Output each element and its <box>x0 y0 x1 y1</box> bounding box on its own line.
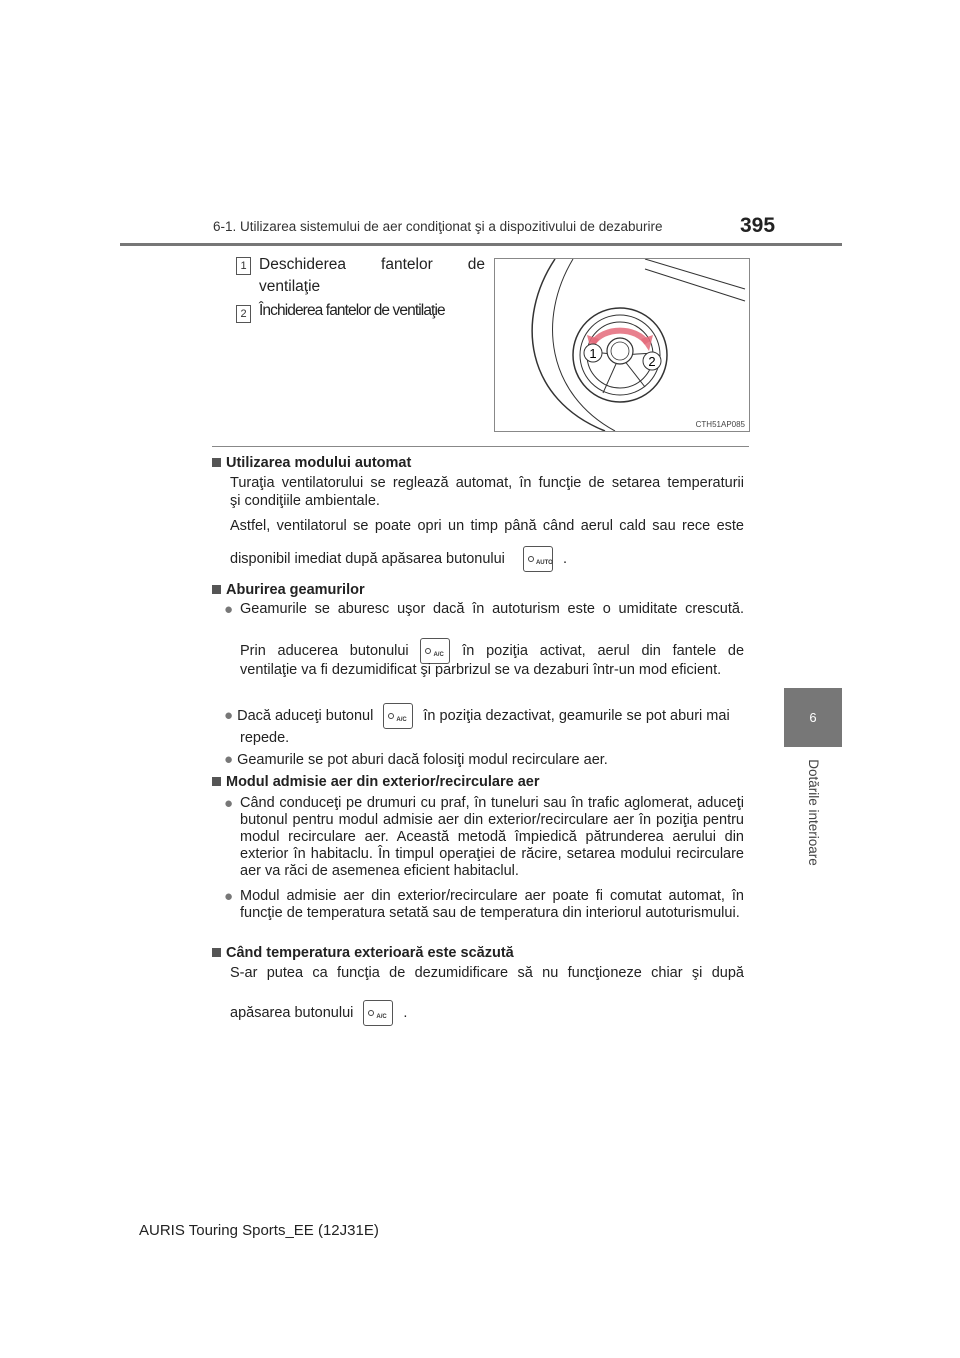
round-bullet-icon: ● <box>224 601 234 618</box>
chapter-header: 6-1. Utilizarea sistemului de aer condiţ… <box>213 219 663 234</box>
ac-button-icon: A/C <box>383 703 414 729</box>
round-bullet-icon: ● <box>224 888 234 905</box>
auto-button-icon: AUTO <box>522 546 553 572</box>
cold-line2: apăsarea butonului A/C . <box>230 1000 407 1026</box>
chapter-side-label: Dotările interioare <box>805 758 821 866</box>
intake-bullet-2: ● Modul admisie aer din exterior/recircu… <box>224 888 744 921</box>
chapter-tab: 6 <box>784 688 842 747</box>
auto-p1-line1: Turaţia ventilatorului se reglează autom… <box>230 475 744 491</box>
auto-p1-line2: şi condiţiile ambientale. <box>230 493 380 509</box>
square-bullet-icon <box>212 458 221 467</box>
legend-item-1-line1: Deschiderea fantelor de <box>259 256 485 273</box>
heading-auto-mode: Utilizarea modului automat <box>212 455 411 471</box>
legend-number-2: 2 <box>236 305 251 323</box>
figure-callout-1: 1 <box>589 346 596 361</box>
legend-item-1-line2: ventilaţie <box>259 278 321 295</box>
fog-bullet-1-line2: Prin aducerea butonului A/C în poziţia a… <box>240 638 744 664</box>
ac-button-icon: A/C <box>363 1000 394 1026</box>
fog-bullet-1-line3: ventilaţie va fi dezumidificat şi parbri… <box>240 662 722 678</box>
air-vent-drawing: 1 2 <box>531 258 746 432</box>
heading-low-outside-temp: Când temperatura exterioară este scăzută <box>212 945 514 961</box>
round-bullet-icon: ● <box>224 795 234 812</box>
intake-bullet-1: ● Când conduceţi pe drumuri cu praf, în … <box>224 795 744 879</box>
fog-bullet-2: ● Dacă aduceţi butonul A/C în poziţia de… <box>224 703 744 729</box>
auto-p2-line2: disponibil imediat după apăsarea butonul… <box>230 546 567 572</box>
square-bullet-icon <box>212 585 221 594</box>
section-divider <box>212 446 749 447</box>
heading-air-intake-mode: Modul admisie aer din exterior/recircula… <box>212 774 540 790</box>
cold-line1: S-ar putea ca funcţia de dezumidificare … <box>230 965 744 981</box>
fog-bullet-2-line2: repede. <box>240 730 290 746</box>
figure-callout-2: 2 <box>648 354 655 369</box>
fog-bullet-1: ● Geamurile se aburesc uşor dacă în auto… <box>224 601 744 618</box>
legend-number-1: 1 <box>236 257 251 275</box>
legend-item-1: Deschiderea fantelor de ventilaţie <box>259 254 485 298</box>
auto-p2-line1: Astfel, ventilatorul se poate opri un ti… <box>230 518 744 534</box>
round-bullet-icon: ● <box>224 706 234 724</box>
figure-caption: CTH51AP085 <box>695 420 745 429</box>
round-bullet-icon: ● <box>224 751 234 768</box>
chapter-number: 6 <box>809 710 817 725</box>
ac-button-icon: A/C <box>420 638 451 664</box>
fog-bullet-3: ● Geamurile se pot aburi dacă folosiţi m… <box>224 751 608 768</box>
document-footer: AURIS Touring Sports_EE (12J31E) <box>139 1222 379 1239</box>
heading-fogging: Aburirea geamurilor <box>212 582 365 598</box>
square-bullet-icon <box>212 777 221 786</box>
header-rule <box>120 243 842 246</box>
square-bullet-icon <box>212 948 221 957</box>
vent-illustration: 1 2 CTH51AP085 <box>494 258 750 432</box>
legend-item-2: Închiderea fantelor de ventilaţie <box>259 302 446 319</box>
page-number: 395 <box>740 214 776 237</box>
